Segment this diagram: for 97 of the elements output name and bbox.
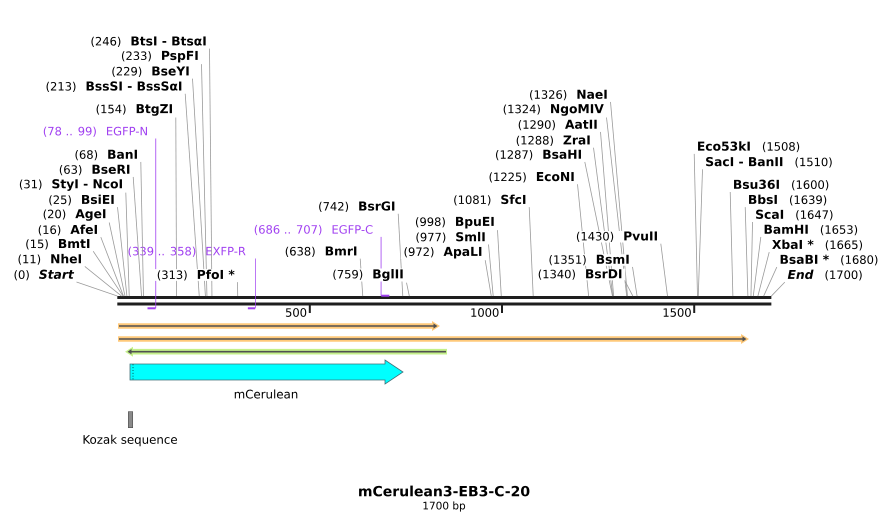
leader-line xyxy=(750,222,753,296)
feature-label: Kozak sequence xyxy=(84,434,177,446)
enzyme-label: ScaI (1647) xyxy=(756,210,832,220)
leader-line xyxy=(730,192,734,296)
primer-mark xyxy=(381,294,390,297)
scale-label: 1500 xyxy=(664,308,691,317)
enzyme-label: (25) BsiEI xyxy=(49,194,114,206)
leader-line xyxy=(254,258,256,309)
enzyme-label: (20) AgeI xyxy=(44,209,106,221)
leader-line xyxy=(624,281,634,296)
enzyme-label: (998) BpuEI xyxy=(416,216,494,228)
enzyme-label: (1326) NaeI xyxy=(530,90,607,100)
leader-line xyxy=(577,184,589,296)
scale-label: 500 xyxy=(286,308,306,317)
enzyme-label: SacI - BanII (1510) xyxy=(706,156,832,168)
leader-line xyxy=(184,93,200,296)
leader-line xyxy=(752,236,762,296)
sequence-end-label: End (1700) xyxy=(788,270,862,280)
leader-line xyxy=(606,117,628,296)
enzyme-label: (977) SmlI xyxy=(416,232,485,243)
leader-line xyxy=(132,176,142,296)
leader-line xyxy=(763,266,778,296)
primer-label: (686 .. 707) EGFP-C xyxy=(254,224,372,236)
enzyme-label: (63) BseRI xyxy=(60,164,130,176)
leader-line xyxy=(694,153,698,296)
leader-line xyxy=(140,162,144,296)
enzyme-label: (759) BglII xyxy=(333,269,403,281)
enzyme-label: (246) BtsI - BtsαI xyxy=(91,36,206,47)
primer-label: (78 .. 99) EGFP-N xyxy=(44,126,147,137)
enzyme-label: (229) BseYI xyxy=(112,66,189,77)
leader-line xyxy=(406,282,410,296)
leader-line xyxy=(380,236,382,296)
enzyme-label: Eco53kI (1508) xyxy=(698,141,800,152)
leader-line xyxy=(660,243,668,296)
leader-line xyxy=(201,64,208,296)
enzyme-label: (68) BanI xyxy=(75,150,137,160)
leader-line xyxy=(632,266,638,296)
enzyme-label: (213) BssSI - BssSαI xyxy=(46,81,182,92)
scale-label: 1000 xyxy=(471,308,499,317)
enzyme-label: (742) BsrGI xyxy=(319,201,394,212)
title: mCerulean3-EB3-C-20 xyxy=(359,486,530,496)
enzyme-label: (1287) BsaHI xyxy=(496,150,581,160)
primer-label: (339 .. 358) EXFP-R xyxy=(128,246,246,257)
leader-line xyxy=(360,258,364,296)
enzyme-label: (16) AfeI xyxy=(38,224,97,236)
enzyme-label: (11) NheI xyxy=(18,254,81,265)
enzyme-label: (313) PfoI * xyxy=(158,270,235,280)
leader-line xyxy=(600,132,614,296)
leader-line xyxy=(593,147,614,296)
feature-label: mCerulean xyxy=(234,389,298,399)
enzyme-label: (31) StyI - NcoI xyxy=(20,179,122,191)
enzyme-label: (1430) PvuII xyxy=(576,231,657,242)
leader-line xyxy=(209,48,212,296)
enzyme-label: (15) BmtI xyxy=(26,239,90,250)
enzyme-label: (1340) BsrDI xyxy=(538,269,622,280)
leader-line xyxy=(528,206,534,296)
leader-line xyxy=(497,230,502,296)
leader-line xyxy=(117,206,128,296)
leader-line xyxy=(100,236,124,296)
enzyme-label: (1081) SfcI xyxy=(454,194,526,206)
enzyme-label: BsaBI * (1680) xyxy=(780,254,878,266)
leader-line xyxy=(484,260,492,296)
caption: 1700 bp xyxy=(423,501,466,512)
enzyme-label: (972) ApaLI xyxy=(404,246,482,258)
leader-line xyxy=(76,282,118,296)
leader-line xyxy=(108,222,126,296)
leader-line xyxy=(192,78,206,296)
enzyme-label: BamHI (1653) xyxy=(764,224,858,236)
leader-line xyxy=(584,162,613,296)
leader-line xyxy=(770,282,786,296)
enzyme-label: (154) BtgZI xyxy=(96,104,172,116)
enzyme-label: Bsu36I (1600) xyxy=(734,180,828,190)
leader-line xyxy=(92,250,124,296)
enzyme-label: (1351) BsmI xyxy=(549,254,629,266)
sequence-end-label: (0) Start xyxy=(14,270,74,280)
primer-mark xyxy=(148,307,156,310)
dna-backbone xyxy=(117,296,772,306)
enzyme-label: (1288) ZraI xyxy=(516,135,590,146)
leader-line xyxy=(84,266,122,296)
enzyme-label: (1290) AatII xyxy=(518,120,597,130)
leader-line xyxy=(744,206,748,296)
primer-mark xyxy=(248,307,256,310)
enzyme-label: BbsI (1639) xyxy=(749,194,826,206)
enzyme-label: (1324) NgoMIV xyxy=(504,104,604,116)
leader-line xyxy=(237,282,238,296)
enzyme-label: (638) BmrI xyxy=(286,246,356,257)
leader-line xyxy=(610,102,628,296)
enzyme-label: (233) PspFI xyxy=(122,50,198,62)
leader-line xyxy=(155,138,156,309)
leader-line xyxy=(175,117,177,296)
leader-line xyxy=(398,213,404,296)
leader-line xyxy=(698,168,703,296)
leader-line xyxy=(758,252,770,296)
leader-line xyxy=(125,192,130,296)
enzyme-label: (1225) EcoNI xyxy=(490,172,574,183)
enzyme-label: XbaI * (1665) xyxy=(772,240,862,250)
leader-line xyxy=(488,244,494,296)
